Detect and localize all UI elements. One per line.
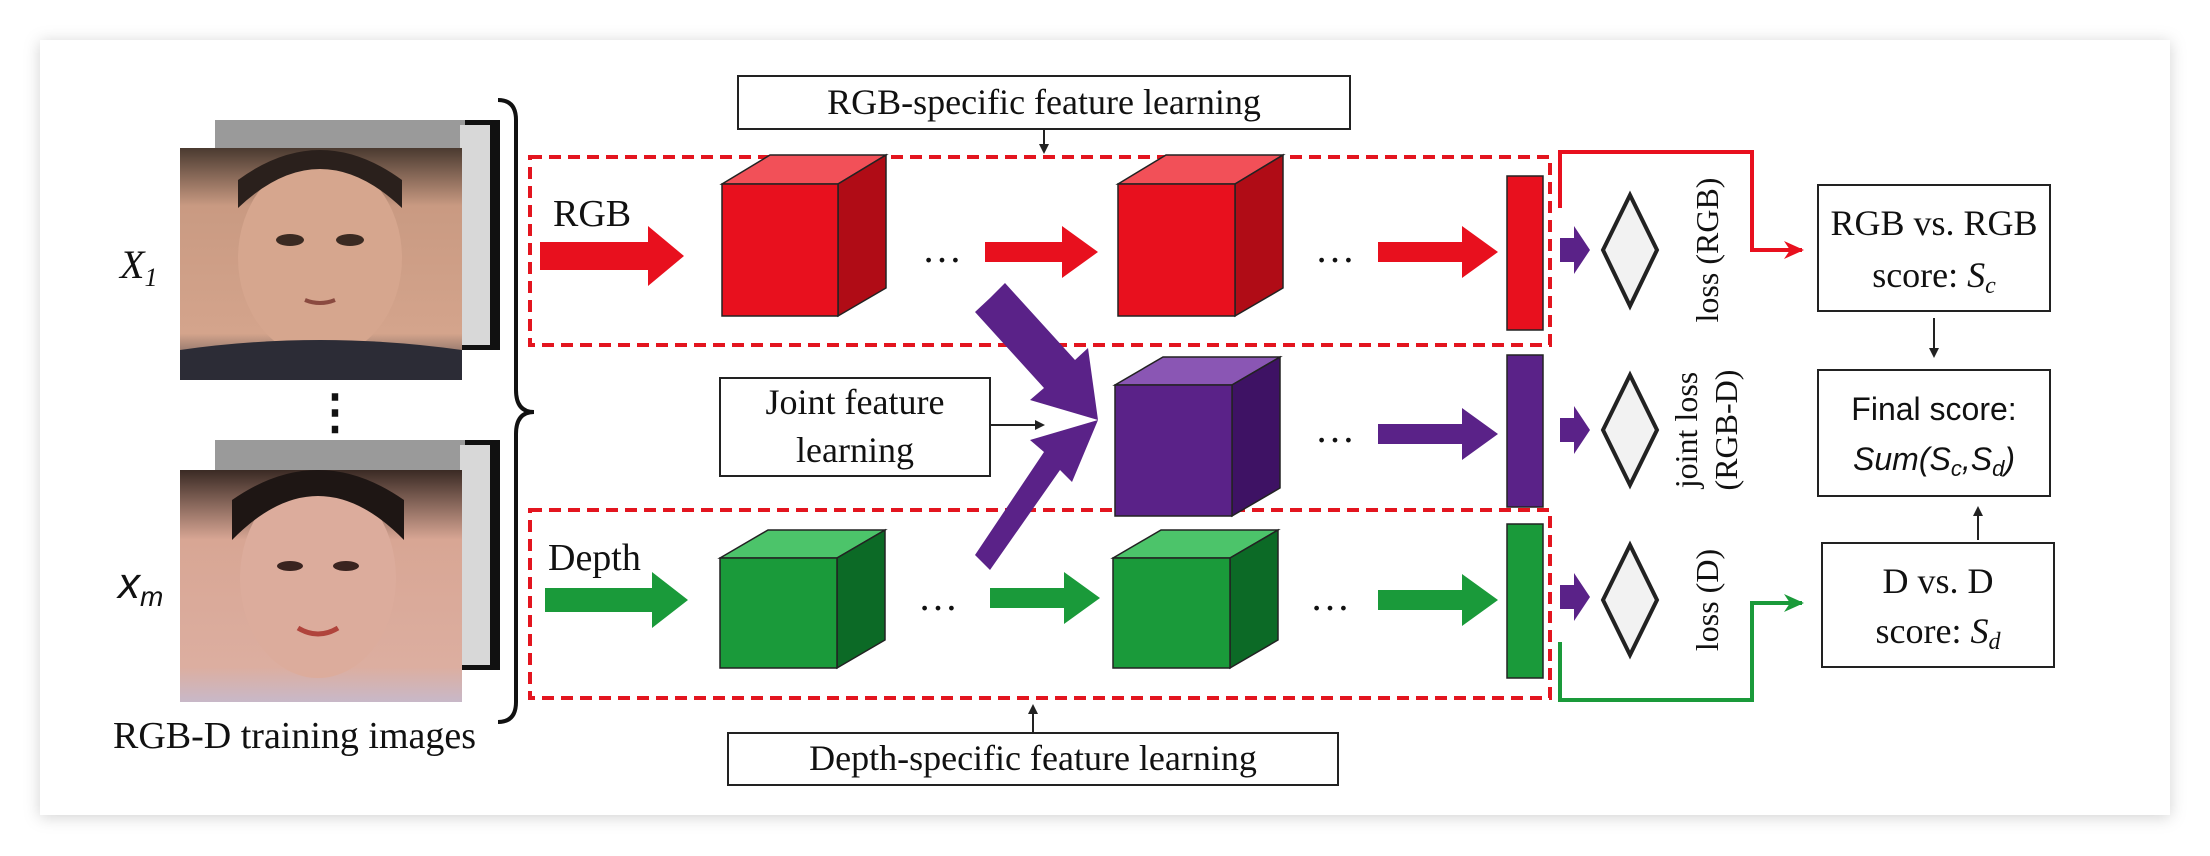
joint-branch: … (975, 283, 1544, 570)
depth-specific-dashed-region (528, 508, 1552, 700)
rgb-specific-label: RGB-specific feature learning (827, 82, 1261, 122)
diamond-icon (1600, 370, 1660, 490)
joint-feature-label-box: Joint feature learning (719, 377, 1045, 477)
rgb-conv-cube-1 (719, 153, 889, 318)
depth-score-box: D vs. D score: Sd (1821, 542, 2055, 668)
final-score-formula: Sum(Sc,Sd) (1853, 441, 2015, 481)
x1-label: X1 (118, 242, 157, 292)
depth-score-connector (1558, 594, 1804, 702)
rgb-conv-cube-2 (1115, 153, 1286, 318)
depth-input-arrow (545, 572, 688, 628)
depth-branch: Depth … … (545, 523, 1544, 679)
rgb-score-line2: score: Sc (1872, 255, 1996, 299)
rgb-score-line1: RGB vs. RGB (1830, 203, 2037, 243)
face-stack-top (180, 120, 500, 380)
training-images-caption: RGB-D training images (113, 715, 476, 757)
depth-score-line2: score: Sd (1876, 611, 2002, 655)
depth-ellipsis-1: … (918, 574, 958, 619)
face-photo-icon (180, 148, 462, 380)
joint-arrow-from-rgb (975, 283, 1098, 420)
rgb-ellipsis-1: … (922, 226, 962, 271)
depth-score-line1: D vs. D (1882, 561, 1993, 601)
face-stack-bottom (180, 440, 500, 702)
xm-label: xm (116, 559, 163, 612)
joint-arrow-from-depth (975, 420, 1098, 570)
depth-input-label: Depth (548, 537, 641, 579)
depth-conv-cube-1 (717, 528, 888, 670)
depth-specific-label-box: Depth-specific feature learning (727, 704, 1339, 786)
joint-fc-arrow (1378, 408, 1498, 460)
depth-specific-label: Depth-specific feature learning (809, 738, 1257, 778)
rgb-score-connector (1558, 150, 1804, 259)
vertical-ellipsis: ⋮ (311, 386, 359, 439)
diamond-icon (1600, 190, 1660, 311)
face-photo-icon (180, 470, 462, 702)
final-score-title: Final score: (1851, 391, 2016, 427)
curly-brace (497, 98, 535, 724)
rgb-specific-label-box: RGB-specific feature learning (737, 75, 1351, 154)
joint-feature-label-line1: Joint feature (766, 382, 945, 422)
loss-joint: joint loss (RGB-D) (1560, 370, 1744, 491)
rgb-branch: RGB … … (540, 153, 1544, 331)
joint-feature-bar (1506, 354, 1544, 508)
rgb-input-label: RGB (553, 193, 631, 235)
rgb-fc-arrow (1378, 226, 1498, 278)
joint-conv-cube (1112, 355, 1283, 518)
joint-loss-label-line2: (RGB-D) (1708, 370, 1744, 491)
depth-fc-arrow (1378, 574, 1498, 626)
diamond-icon (1600, 540, 1660, 660)
joint-ellipsis: … (1315, 406, 1355, 451)
depth-conv-cube-2 (1110, 528, 1281, 670)
rgb-feature-bar (1506, 175, 1544, 331)
depth-mid-arrow (990, 572, 1100, 624)
final-score-box: Final score: Sum(Sc,Sd) (1817, 369, 2051, 497)
loss-d-label: loss (D) (1689, 549, 1725, 651)
joint-feature-label-line2: learning (796, 430, 914, 470)
rgb-input-arrow (540, 226, 684, 286)
loss-depth: loss (D) (1560, 540, 1725, 660)
depth-ellipsis-2: … (1310, 574, 1350, 619)
rgb-score-box: RGB vs. RGB score: Sc (1817, 184, 2051, 312)
loss-rgb: loss (RGB) (1560, 178, 1725, 323)
rgb-mid-arrow (985, 226, 1098, 278)
loss-rgb-label: loss (RGB) (1689, 178, 1725, 323)
rgb-ellipsis-2: … (1315, 226, 1355, 271)
joint-loss-label-line1: joint loss (1668, 372, 1704, 489)
depth-feature-bar (1506, 523, 1544, 679)
